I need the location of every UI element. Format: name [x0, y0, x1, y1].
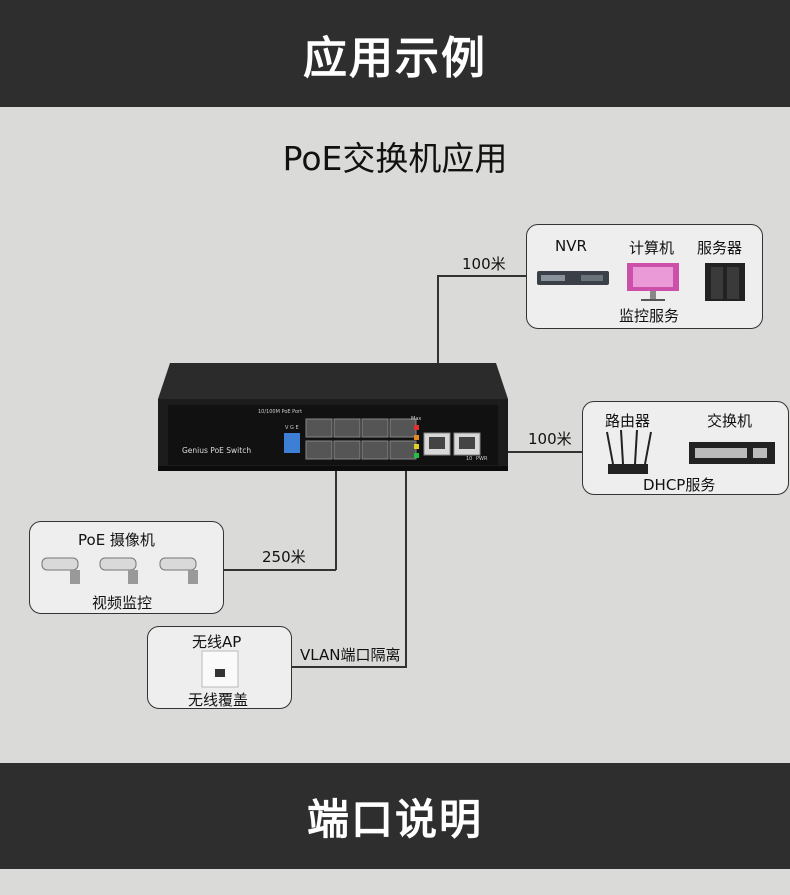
link-line-ap-horizontal [291, 666, 407, 668]
monitoring-service-caption: 监控服务 [619, 307, 680, 325]
switch-vge-label: V G E [285, 425, 299, 431]
link-line-right [492, 451, 583, 453]
camera-icon [41, 557, 198, 584]
link-line-top-horizontal [437, 275, 528, 277]
section-title: 端口说明 [306, 794, 483, 844]
camera-link-distance: 250米 [262, 548, 306, 566]
computer-icon [627, 263, 679, 301]
link-line-camera-horizontal [223, 569, 336, 571]
server-icon [705, 263, 745, 301]
switch-device-label: 交换机 [707, 412, 753, 430]
switch-uplink-label: 10 [466, 456, 473, 462]
wireless-coverage-caption: 无线覆盖 [188, 691, 249, 709]
switch-pwr-label: PWR [476, 456, 488, 462]
wireless-ap-icon [201, 650, 239, 688]
wireless-ap-box: 无线AP 无线覆盖 [147, 626, 292, 709]
poe-camera-title: PoE 摄像机 [78, 531, 155, 549]
diagram-title: PoE交换机应用 [282, 139, 508, 178]
video-monitoring-caption: 视频监控 [92, 594, 153, 612]
switch-max-label: Max [411, 416, 422, 422]
computer-label: 计算机 [629, 239, 675, 257]
link-line-camera-vertical [335, 465, 337, 570]
server-label: 服务器 [697, 239, 743, 257]
monitoring-service-box: NVR 计算机 服务器 监控服务 [526, 224, 763, 329]
network-switch-icon [689, 442, 775, 464]
wireless-ap-title: 无线AP [192, 633, 242, 651]
bottom-strip [0, 869, 790, 895]
poe-switch: Genius PoE Switch 10/100M PoE Port V G E… [158, 363, 508, 471]
poe-camera-box: PoE 摄像机 视频监控 [29, 521, 224, 614]
link-line-ap-vertical [405, 465, 407, 667]
dhcp-service-box: 路由器 交换机 DHCP服务 [582, 401, 789, 495]
link-line-top-vertical [437, 275, 439, 435]
right-link-distance: 100米 [528, 430, 572, 448]
router-icon [606, 429, 652, 474]
ap-link-label: VLAN端口隔离 [300, 646, 401, 664]
footer-bar: 端口说明 [0, 763, 790, 869]
switch-body-graphic [158, 363, 508, 471]
nvr-icon [537, 271, 609, 285]
page-title: 应用示例 [303, 32, 487, 84]
dhcp-service-caption: DHCP服务 [643, 476, 716, 494]
nvr-label: NVR [555, 237, 587, 255]
header-bar: 应用示例 [0, 0, 790, 107]
switch-model-label: Genius PoE Switch [182, 446, 252, 455]
switch-port-label: 10/100M PoE Port [258, 409, 303, 415]
top-link-distance: 100米 [462, 255, 506, 273]
router-label: 路由器 [605, 412, 651, 430]
